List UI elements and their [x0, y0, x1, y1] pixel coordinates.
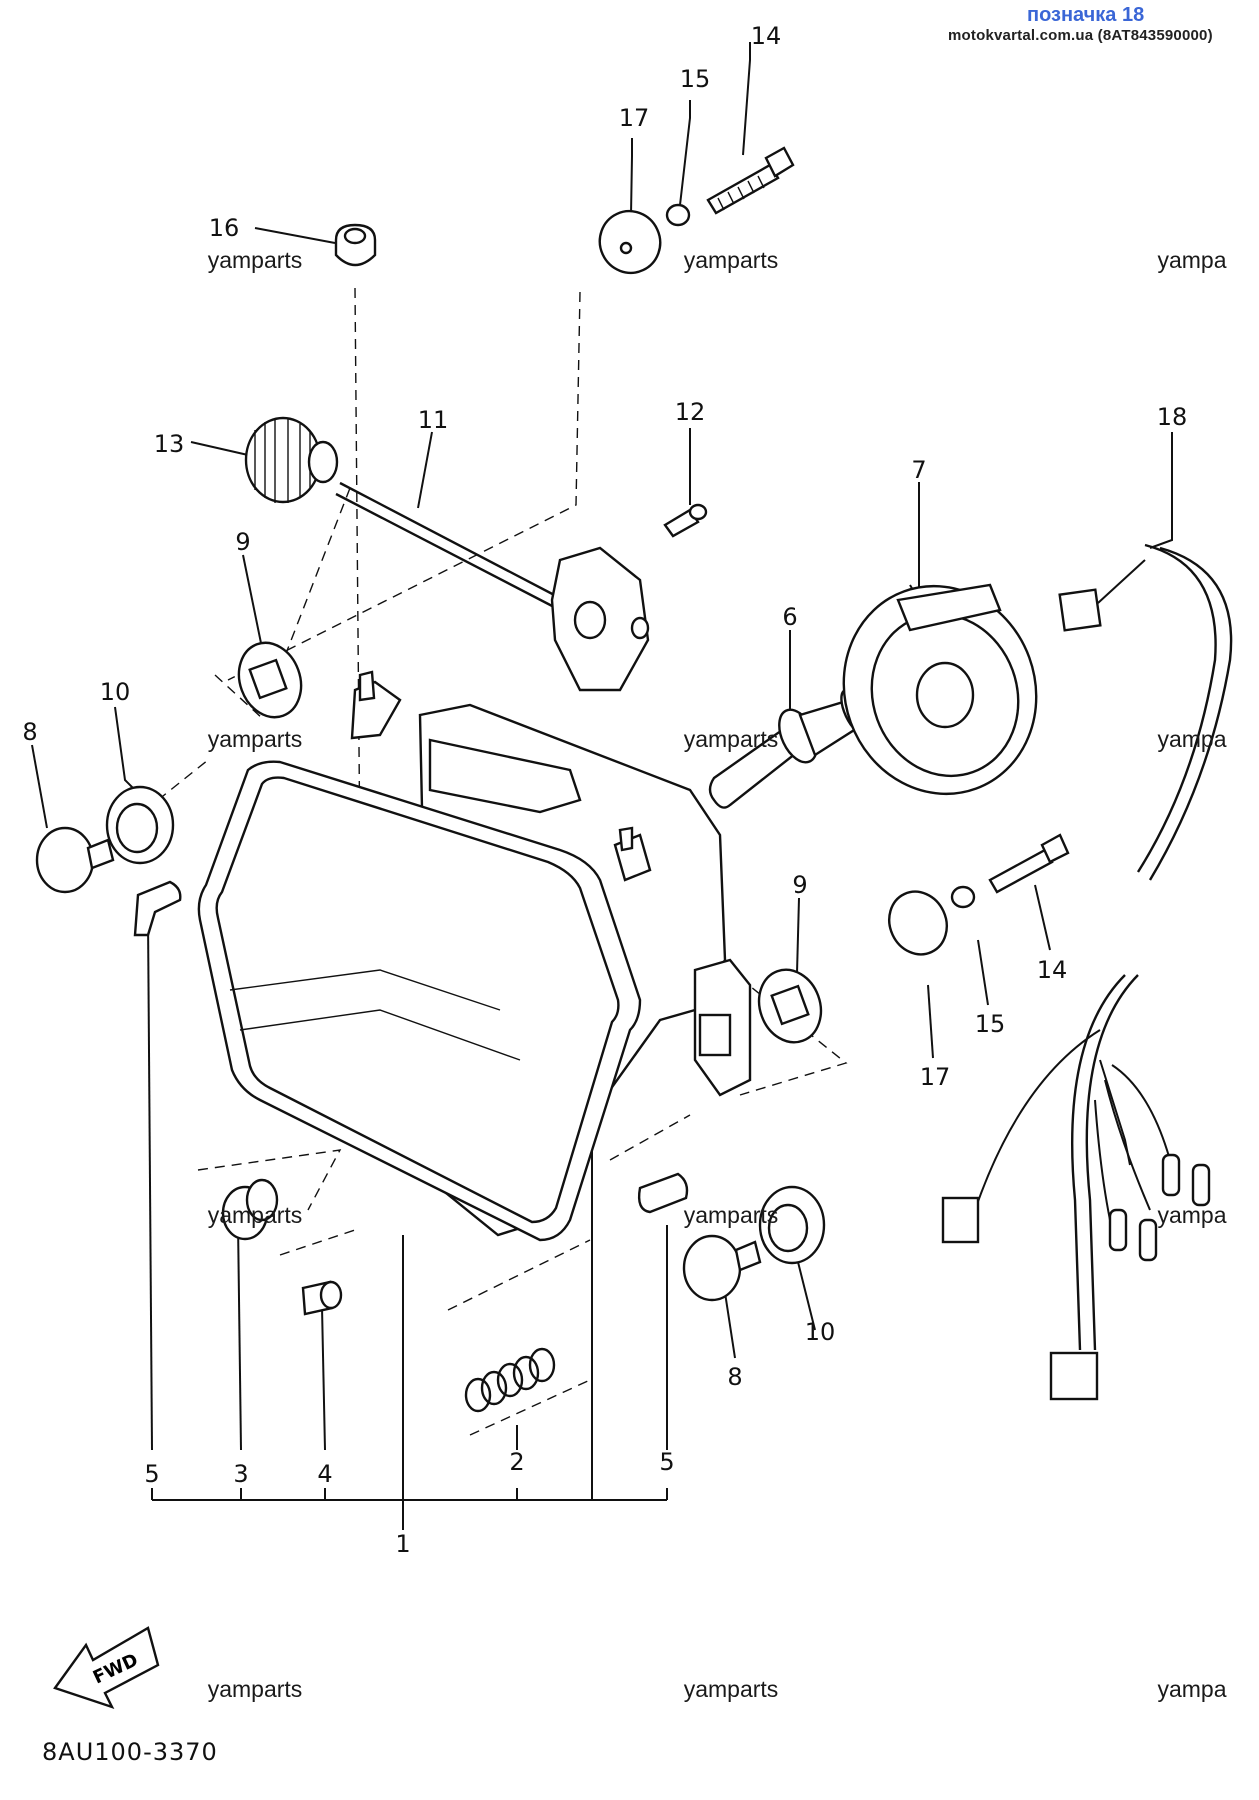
callout-numbers: 14 15 17 16 13 11 12 18 7 9 6 10 8 9 14 … — [22, 22, 1187, 1558]
callout-15: 15 — [680, 65, 711, 93]
callout-1: 1 — [395, 1530, 410, 1558]
pin-part — [682, 1234, 762, 1302]
bushing-part — [758, 1185, 826, 1265]
spring-part — [464, 1347, 556, 1413]
pin-part — [35, 826, 115, 894]
callout-15: 15 — [975, 1010, 1006, 1038]
callout-2: 2 — [509, 1448, 524, 1476]
watermark: yampa — [1157, 726, 1226, 752]
washer-part — [950, 885, 976, 909]
damper-part — [598, 209, 662, 275]
callout-8: 8 — [727, 1363, 742, 1391]
callout-5: 5 — [144, 1460, 159, 1488]
callout-13: 13 — [154, 430, 185, 458]
callout-12: 12 — [675, 398, 706, 426]
marker-label: позначка 18 — [1027, 4, 1145, 26]
collar-part — [301, 1280, 343, 1316]
callout-14: 14 — [751, 22, 782, 50]
callout-14: 14 — [1037, 956, 1068, 984]
watermark: yampa — [1157, 247, 1226, 273]
callout-7: 7 — [911, 456, 926, 484]
callout-18: 18 — [1157, 403, 1188, 431]
damper-part — [888, 890, 948, 956]
watermark: yamparts — [684, 247, 779, 273]
watermark: yampa — [1157, 1202, 1226, 1228]
callout-17: 17 — [920, 1063, 951, 1091]
adjuster-knob-part — [244, 416, 339, 504]
screw-part — [663, 503, 708, 538]
bolt-part — [706, 146, 795, 215]
headlight-unit-part — [197, 670, 752, 1242]
bushing-part — [105, 785, 175, 865]
watermark: yamparts — [684, 1676, 779, 1702]
clip-part — [637, 1172, 689, 1214]
callout-8: 8 — [22, 718, 37, 746]
callout-9: 9 — [792, 871, 807, 899]
watermark: yamparts — [684, 1202, 779, 1228]
watermark: yamparts — [208, 1202, 303, 1228]
watermark: yamparts — [208, 1676, 303, 1702]
callout-16: 16 — [209, 214, 240, 242]
adjuster-bushing-part — [221, 1178, 279, 1241]
callout-4: 4 — [317, 1460, 332, 1488]
callout-6: 6 — [782, 603, 797, 631]
callout-17: 17 — [619, 104, 650, 132]
watermark: yamparts — [208, 726, 303, 752]
adjuster-rod-part — [335, 481, 650, 692]
washer-part — [665, 203, 691, 227]
clip-part — [133, 880, 182, 937]
grommet-part — [237, 641, 303, 719]
diagram-code: 8AU100-3370 — [42, 1738, 218, 1766]
nut-part — [334, 223, 377, 267]
callout-10: 10 — [805, 1318, 836, 1346]
callout-3: 3 — [233, 1460, 248, 1488]
wiring-harness-part — [941, 543, 1233, 1401]
bolt-part — [988, 833, 1070, 894]
watermarks: yamparts yamparts yampa yamparts yampart… — [208, 247, 1227, 1702]
callout-9: 9 — [235, 528, 250, 556]
callout-5: 5 — [659, 1448, 674, 1476]
forward-arrow-icon: FWD — [53, 1626, 160, 1710]
watermark: yampa — [1157, 1676, 1226, 1702]
watermark: yamparts — [208, 247, 303, 273]
watermark: yamparts — [684, 726, 779, 752]
bulb-cover-part — [842, 583, 1038, 796]
callout-11: 11 — [418, 406, 449, 434]
source-label: motokvartal.com.ua (8AT843590000) — [948, 27, 1213, 44]
grommet-part — [757, 968, 823, 1044]
callout-10: 10 — [100, 678, 131, 706]
